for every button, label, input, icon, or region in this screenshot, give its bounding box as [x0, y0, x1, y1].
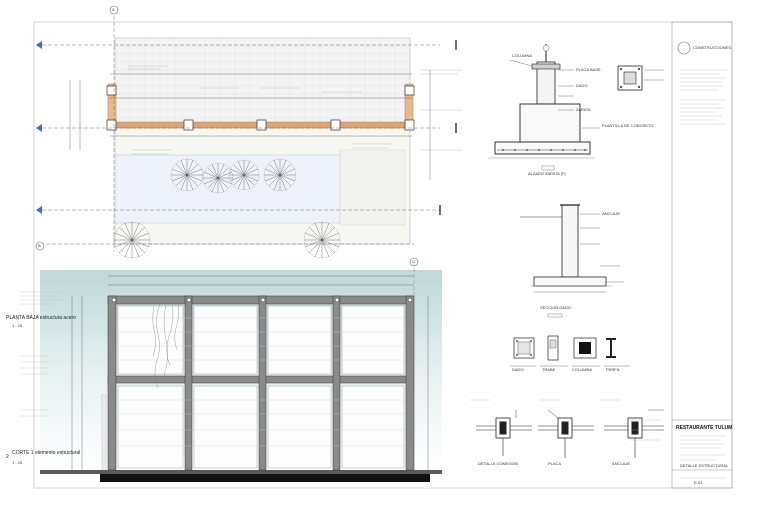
sheet-code: E-01 — [694, 480, 703, 485]
label-anclaje: ANCLAJE — [602, 211, 621, 216]
label-dado: DADO — [576, 83, 588, 88]
label-columna: COLUMNA — [512, 53, 533, 58]
pool-area — [114, 154, 341, 224]
label-zapata: ZAPATA — [576, 107, 591, 112]
project-name: RESTAURANTE TULUM — [676, 425, 733, 431]
section-title: CORTE 1 elemento estructural — [12, 450, 81, 456]
footing-detail — [488, 44, 664, 171]
grid-marker-a: A — [112, 7, 115, 12]
foundation-slab — [100, 474, 430, 482]
vegetation — [152, 303, 179, 389]
caption-connection-2: PLACA — [548, 461, 562, 466]
label-placa-base: PLACA BASE — [576, 67, 601, 72]
caption-small-2: TRABE — [542, 367, 556, 372]
label-plantilla: PLANTILLA DE CONCRETO — [602, 123, 654, 128]
grid-marker-c: C — [412, 259, 415, 264]
plan-scale: 1 : 25 — [12, 323, 23, 328]
sheet-title: DETALLE ESTRUCTURAL — [680, 463, 729, 468]
connection-details — [470, 399, 664, 458]
caption-small-3: COLUMNA — [572, 367, 593, 372]
caption-connection-1: DETALLE CONEXION — [478, 461, 518, 466]
dado-detail — [520, 204, 624, 318]
plant-symbols — [113, 158, 341, 259]
caption-dado: SECCION DADO — [540, 305, 571, 310]
section-index: 2 — [6, 454, 9, 460]
section-view — [20, 262, 442, 482]
section-scale: 1 : 25 — [12, 460, 23, 465]
caption-zapata: ALZADO ZAPATA (F) — [528, 171, 566, 176]
title-block-frame — [671, 21, 733, 489]
plan-title: PLANTA BAJA estructura acero — [6, 315, 76, 321]
grid-marker-b: B — [38, 243, 41, 248]
caption-connection-3: ANCLAJE — [612, 461, 631, 466]
logo-text: CONSTRUCCIONES — [693, 45, 732, 50]
logo-mark — [677, 41, 691, 55]
small-sections — [510, 335, 630, 367]
caption-small-4: PERFIL — [606, 367, 621, 372]
plan-view — [35, 5, 462, 267]
caption-small-1: DADO — [512, 367, 524, 372]
